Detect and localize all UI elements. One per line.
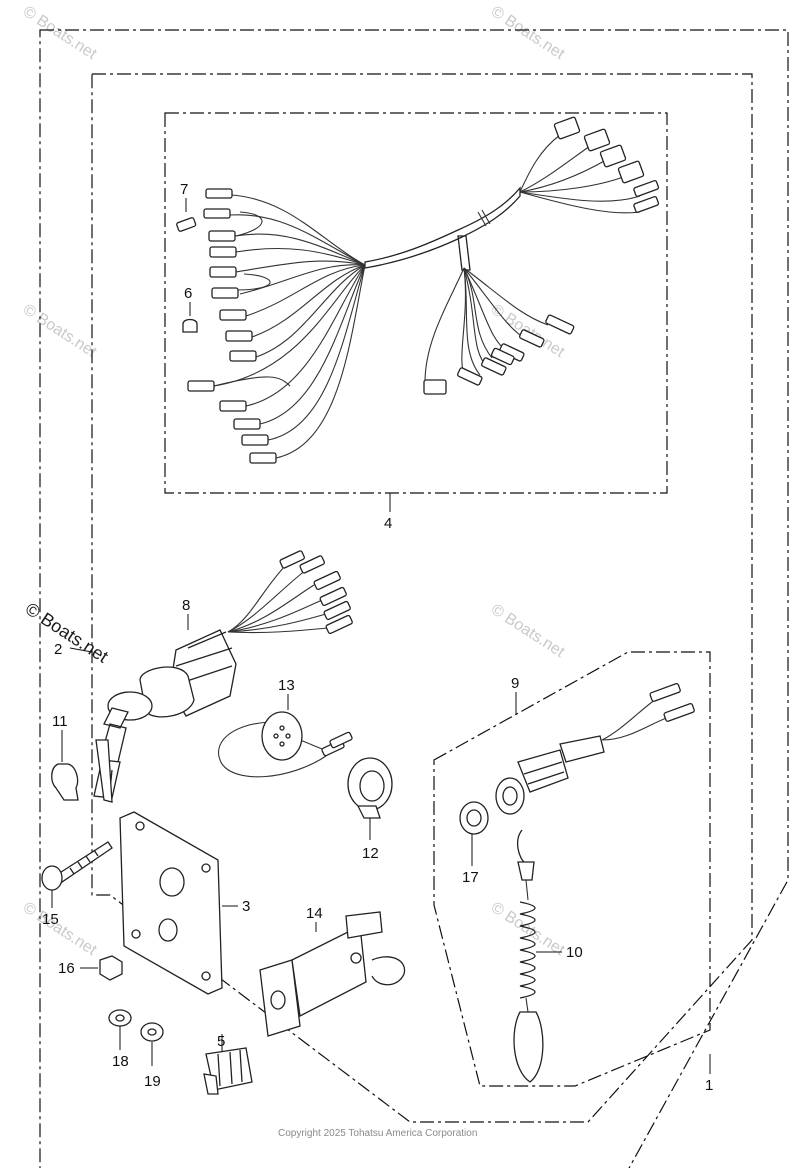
callout-16: 16 — [58, 960, 75, 977]
watermark-lower-right: © Boats.net — [488, 601, 568, 661]
buzzer — [217, 711, 353, 778]
harness-left-branches — [213, 194, 366, 459]
harness-lower-right-branches — [423, 235, 575, 395]
watermark-top-left: © Boats.net — [20, 3, 100, 63]
watermark-bottom-right: © Boats.net — [488, 899, 568, 959]
kit-frames — [39, 29, 789, 1168]
callout-8: 8 — [182, 597, 190, 614]
callout-2: 2 — [54, 641, 62, 658]
locknut — [459, 801, 489, 835]
leader-lines — [51, 198, 711, 1074]
mounting-plate — [119, 811, 223, 995]
callout-1: 1 — [705, 1077, 713, 1094]
harness-upper-right-branches — [519, 116, 660, 214]
watermark-top-right: © Boats.net — [488, 3, 568, 63]
callout-15: 15 — [42, 911, 59, 928]
callout-12: 12 — [362, 845, 379, 862]
watermark-dark: © Boats.net — [22, 599, 112, 667]
bracket — [259, 911, 406, 1037]
callout-3: 3 — [242, 898, 250, 915]
watermark-bottom-left: © Boats.net — [20, 899, 100, 959]
callout-13: 13 — [278, 677, 295, 694]
copyright-text: Copyright 2025 Tohatsu America Corporati… — [278, 1128, 477, 1139]
callout-6: 6 — [184, 285, 192, 302]
washer-19 — [140, 1022, 164, 1042]
frame-kit-1 — [39, 29, 789, 1168]
terminal-sleeve — [176, 217, 197, 232]
stop-switch — [495, 683, 695, 815]
callout-7: 7 — [180, 181, 188, 198]
bolt — [41, 841, 113, 891]
coupler — [203, 1047, 253, 1095]
callout-18: 18 — [112, 1053, 129, 1070]
callout-9: 9 — [511, 675, 519, 692]
harness-left-terminals — [187, 188, 277, 464]
callout-17: 17 — [462, 869, 479, 886]
callout-11: 11 — [52, 713, 68, 730]
callout-14: 14 — [306, 905, 323, 922]
callout-19: 19 — [144, 1073, 161, 1090]
watermark-mid-left: © Boats.net — [20, 301, 100, 361]
callout-10: 10 — [566, 944, 583, 961]
callout-numbers: 7 6 4 8 2 13 9 11 12 17 3 14 15 10 16 5 … — [42, 181, 713, 1094]
main-switch — [93, 550, 353, 803]
washer-18 — [108, 1009, 132, 1027]
frame-kit-9 — [433, 651, 711, 1087]
frame-harness-4 — [164, 112, 668, 494]
callout-4: 4 — [384, 515, 392, 532]
frame-kit-2 — [91, 73, 753, 1123]
lanyard — [513, 829, 544, 1083]
wire-harness — [176, 116, 660, 464]
callout-5: 5 — [217, 1033, 225, 1050]
nut — [99, 955, 123, 981]
terminal-cap — [182, 318, 198, 333]
wire-clip — [51, 763, 79, 801]
buzzer-clamp — [347, 757, 393, 819]
